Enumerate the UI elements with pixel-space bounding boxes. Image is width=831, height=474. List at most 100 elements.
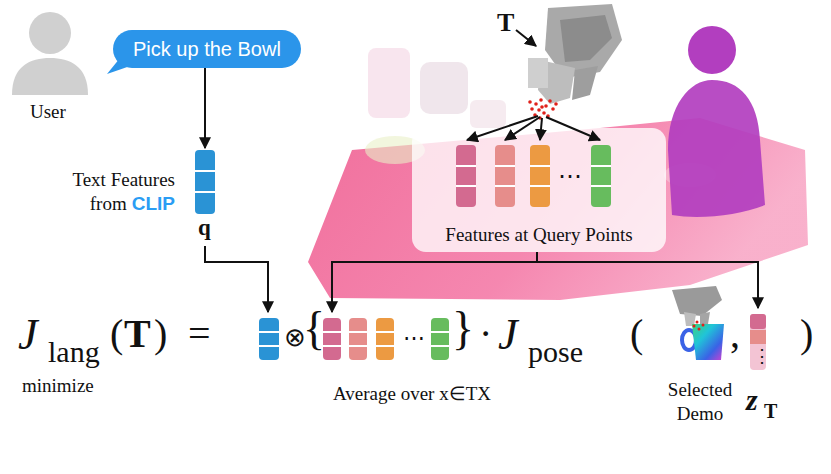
demo-image xyxy=(672,286,724,360)
text-feature-vector xyxy=(259,331,279,333)
math-brace: } xyxy=(452,306,474,352)
query-arrows xyxy=(540,118,542,140)
feature-heading: Text Features xyxy=(72,170,175,191)
math-subscript: lang xyxy=(48,337,100,367)
ellipsis: ⋮ xyxy=(753,347,771,365)
pose-feature-vector xyxy=(750,330,766,344)
query-vector xyxy=(195,150,215,214)
flow-lines xyxy=(205,246,268,312)
point-feature-vectors xyxy=(349,331,367,333)
connector-arrow xyxy=(204,68,206,148)
demo-image xyxy=(696,321,699,324)
box-caption: Features at Query Points xyxy=(445,225,632,246)
query-points xyxy=(546,114,550,118)
gripper xyxy=(572,66,598,100)
point-feature-bars xyxy=(456,185,476,187)
demo-image xyxy=(698,328,701,331)
math-subscript: pose xyxy=(528,337,583,367)
point-feature-bars xyxy=(530,145,550,207)
point-feature-bars xyxy=(495,145,515,207)
query-vector xyxy=(195,191,215,193)
text-feature-vector xyxy=(259,345,279,347)
user-icon xyxy=(12,58,88,95)
point-feature-vectors xyxy=(323,331,341,333)
query-feature-box: Features at Query Points xyxy=(412,128,666,252)
query-points xyxy=(537,108,541,112)
math-bracket: ( xyxy=(110,314,123,354)
point-feature-bars xyxy=(530,165,550,167)
point-feature-bars xyxy=(456,145,611,207)
point-feature-vectors xyxy=(349,318,367,360)
math-symbol: J xyxy=(18,313,38,357)
pose-symbol: T xyxy=(497,10,514,36)
point-feature-bars xyxy=(591,185,611,187)
point-feature-bars xyxy=(495,185,515,187)
annotation: Average over x∈TX xyxy=(333,384,491,403)
math-subscript: T xyxy=(764,401,777,421)
demo-image xyxy=(693,321,705,331)
scene xyxy=(668,80,765,217)
text-feature-vector xyxy=(259,318,279,360)
point-feature-vectors xyxy=(323,318,449,360)
scene xyxy=(420,62,468,114)
point-feature-bars xyxy=(591,165,611,167)
point-feature-vectors xyxy=(431,318,449,360)
flow-lines xyxy=(205,246,758,312)
scene xyxy=(688,26,736,74)
point-feature-vectors xyxy=(349,345,367,347)
query-points xyxy=(528,98,558,120)
query-points xyxy=(554,102,558,106)
annotation: minimize xyxy=(22,376,94,395)
math-bracket: ( xyxy=(630,314,643,354)
math-bracket: ) xyxy=(154,314,167,354)
point-feature-vectors xyxy=(431,345,449,347)
math-operator: · xyxy=(479,314,492,354)
query-points xyxy=(534,102,538,106)
math-operator: = xyxy=(188,314,211,354)
query-vector xyxy=(195,170,215,172)
vector-symbol: q xyxy=(198,216,211,239)
query-points xyxy=(548,99,552,103)
query-points xyxy=(528,100,532,104)
scene xyxy=(368,48,410,118)
demo-image xyxy=(693,325,696,328)
query-points xyxy=(551,107,555,111)
math-symbol: J xyxy=(498,313,518,357)
query-arrows xyxy=(546,117,600,140)
ellipsis: ⋯ xyxy=(403,327,425,349)
point-feature-vectors xyxy=(376,318,394,360)
query-points xyxy=(544,104,548,108)
point-feature-bars xyxy=(495,165,515,167)
point-feature-vectors xyxy=(431,331,449,333)
point-feature-bars xyxy=(456,166,611,186)
flow-lines xyxy=(537,262,758,308)
point-feature-vectors xyxy=(323,318,341,360)
query-arrows xyxy=(467,116,538,140)
text-feature-node: Text FeaturesfromCLIPq xyxy=(193,148,217,240)
pose-feature-vector xyxy=(750,314,766,329)
scene xyxy=(470,100,506,128)
point-feature-vectors xyxy=(376,345,394,347)
math-brace: { xyxy=(303,306,325,352)
pose-pointer xyxy=(516,30,536,46)
point-feature-bars xyxy=(456,145,476,207)
query-points xyxy=(530,107,534,111)
demo-image xyxy=(692,324,724,360)
query-points xyxy=(533,113,537,117)
actor-label: User xyxy=(30,102,66,121)
demo-image xyxy=(700,312,710,325)
query-points xyxy=(540,105,544,109)
math-symbol: z xyxy=(746,385,758,415)
point-feature-bars xyxy=(530,185,550,187)
user-icon xyxy=(29,12,71,54)
feature-heading: from xyxy=(90,194,127,215)
annotation: Selected Demo xyxy=(645,378,755,426)
model-name: CLIP xyxy=(132,194,175,215)
ellipsis: ⋯ xyxy=(558,164,582,188)
gripper xyxy=(528,58,548,88)
instruction-text: Pick up the Bowl xyxy=(133,39,281,59)
math-bracket: ) xyxy=(800,314,813,354)
speech-bubble: Pick up the Bowl xyxy=(113,30,301,68)
math-operator: ⊗ xyxy=(284,325,306,351)
query-arrows xyxy=(467,116,600,140)
